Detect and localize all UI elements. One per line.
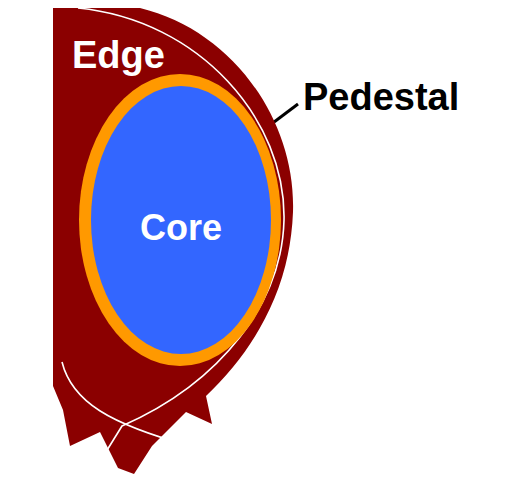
pedestal-label: Pedestal [303, 78, 459, 116]
edge-region-title: Edge [72, 36, 165, 74]
edge-region: EdgeCore [50, 5, 300, 477]
core-region: Core [91, 86, 271, 354]
edge-plasma-shape [53, 8, 293, 474]
separatrix-leg [62, 362, 190, 446]
pedestal-ring [79, 74, 281, 366]
separatrix-line [78, 8, 284, 468]
core-region-title: Core [140, 210, 222, 246]
core-shape [91, 86, 271, 354]
